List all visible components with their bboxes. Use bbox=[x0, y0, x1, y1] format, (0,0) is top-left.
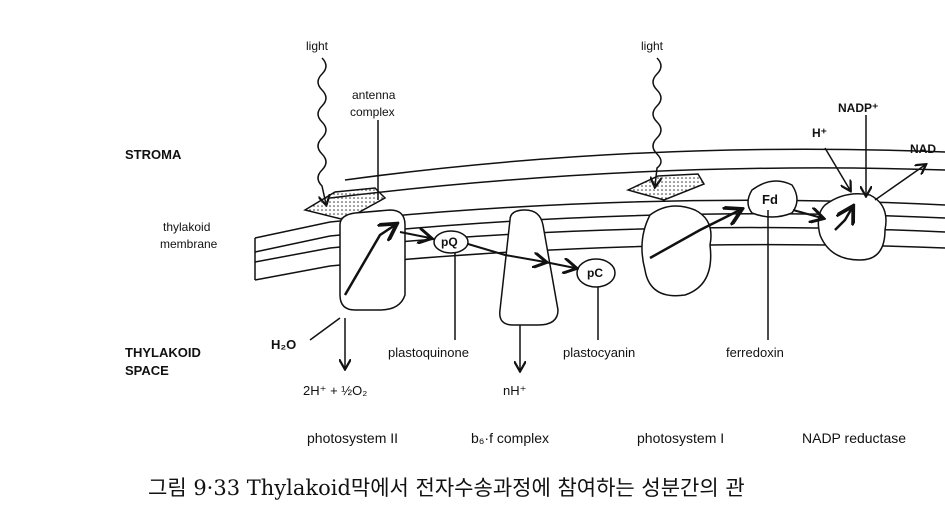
membrane-label-line1: thylakoid bbox=[163, 220, 211, 234]
membrane-label-line2: membrane bbox=[160, 237, 218, 251]
nadp-reductase-shape bbox=[817, 193, 887, 261]
nadp-plus-label: NADP⁺ bbox=[838, 101, 879, 115]
plastocyanin-label: plastocyanin bbox=[563, 345, 636, 360]
ferredoxin-shape bbox=[747, 180, 798, 218]
ferredoxin-label: ferredoxin bbox=[726, 345, 784, 360]
nadph-label: NAD bbox=[910, 142, 936, 156]
light-wave-left-icon bbox=[317, 57, 326, 204]
figure-caption: 그림 9·33 Thylakoid막에서 전자수송과정에 참여하는 성분간의 관 bbox=[148, 476, 745, 500]
thylakoid-space-line1: THYLAKOID bbox=[125, 345, 201, 360]
photosystem-i-shape bbox=[641, 205, 712, 297]
water-products-label: 2H⁺ + ½O₂ bbox=[303, 383, 368, 398]
h-plus-label: H⁺ bbox=[812, 126, 827, 140]
component-label-nadp-reductase: NADP reductase bbox=[802, 430, 907, 446]
antenna-complex-right bbox=[625, 173, 706, 201]
membrane-outer-top2 bbox=[329, 167, 945, 199]
plastoquinone-label: plastoquinone bbox=[388, 345, 469, 360]
component-label-psii: photosystem II bbox=[307, 430, 399, 446]
membrane-outer-top bbox=[344, 148, 945, 181]
component-label-psi: photosystem I bbox=[637, 430, 725, 446]
pc-label: pC bbox=[587, 266, 603, 280]
b6f-complex-shape bbox=[499, 209, 559, 326]
antenna-complex-left bbox=[303, 187, 387, 221]
light-label-left: light bbox=[306, 39, 329, 53]
component-label-b6f: b₆·f complex bbox=[471, 430, 550, 446]
stroma-label: STROMA bbox=[125, 147, 182, 162]
fd-label: Fd bbox=[762, 192, 778, 207]
h2o-label: H₂O bbox=[271, 337, 297, 352]
antenna-label-line1: antenna bbox=[352, 88, 396, 102]
nh-plus-label: nH⁺ bbox=[503, 383, 527, 398]
pq-label: pQ bbox=[441, 235, 458, 249]
thylakoid-space-line2: SPACE bbox=[125, 363, 169, 378]
light-label-right: light bbox=[641, 39, 664, 53]
antenna-label-line2: complex bbox=[350, 105, 395, 119]
photosystem-ii-shape bbox=[339, 209, 406, 311]
light-wave-right-icon bbox=[653, 57, 661, 186]
